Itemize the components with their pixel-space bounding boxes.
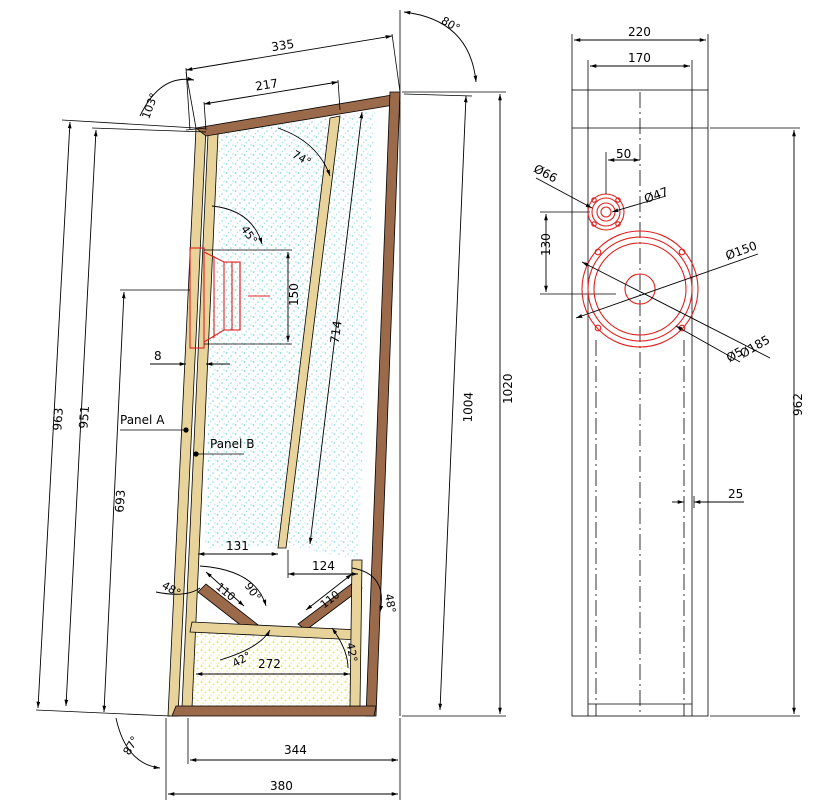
dim-50: 50	[616, 147, 631, 161]
angle-87: 87°	[121, 734, 142, 757]
dim-344: 344	[284, 743, 307, 757]
dim-150: 150	[287, 283, 301, 306]
angle-90: 90°	[242, 580, 264, 603]
dim-170: 170	[628, 51, 651, 65]
dim-25: 25	[728, 487, 743, 501]
dim-962: 962	[791, 393, 805, 416]
front-outline	[571, 89, 709, 717]
angle-103: 103°	[140, 91, 161, 120]
dim-380: 380	[270, 779, 293, 793]
dim-1004: 1004	[461, 392, 476, 423]
brace-vertical	[349, 559, 363, 707]
dim-217: 217	[254, 76, 279, 93]
damping-bottom-chamber	[190, 632, 360, 708]
panel-b-label: Panel B	[210, 437, 254, 451]
dim-693: 693	[112, 489, 128, 513]
side-view: 335 217 103° 80° 74° 45° 150 8 714	[35, 10, 515, 800]
dim-1020: 1020	[501, 373, 515, 404]
dim-131: 131	[226, 539, 249, 553]
woofer-cutout	[581, 230, 699, 348]
panel-a-label: Panel A	[120, 413, 165, 427]
bottom-panel	[171, 705, 377, 717]
dim-124: 124	[312, 559, 335, 573]
angle-80: 80°	[439, 14, 462, 35]
dim-8: 8	[154, 349, 162, 363]
dim-o66: Ø66	[531, 161, 559, 185]
dim-335: 335	[270, 37, 295, 54]
dim-714: 714	[328, 320, 345, 345]
dim-130: 130	[539, 233, 553, 256]
dim-963: 963	[50, 407, 66, 431]
dim-951: 951	[76, 405, 92, 429]
dim-o150: Ø150	[724, 239, 759, 263]
rear-panel	[365, 91, 401, 717]
angle-48-right: 48°	[382, 593, 398, 614]
dim-o47: Ø47	[642, 184, 670, 206]
tweeter-cutout	[587, 193, 625, 231]
dim-272: 272	[258, 657, 281, 671]
front-view: 220 170 50 Ø66 Ø47 130	[531, 25, 805, 717]
dim-220: 220	[628, 25, 651, 39]
woofer-driver	[189, 247, 270, 349]
angle-42-right: 42°	[344, 642, 360, 663]
